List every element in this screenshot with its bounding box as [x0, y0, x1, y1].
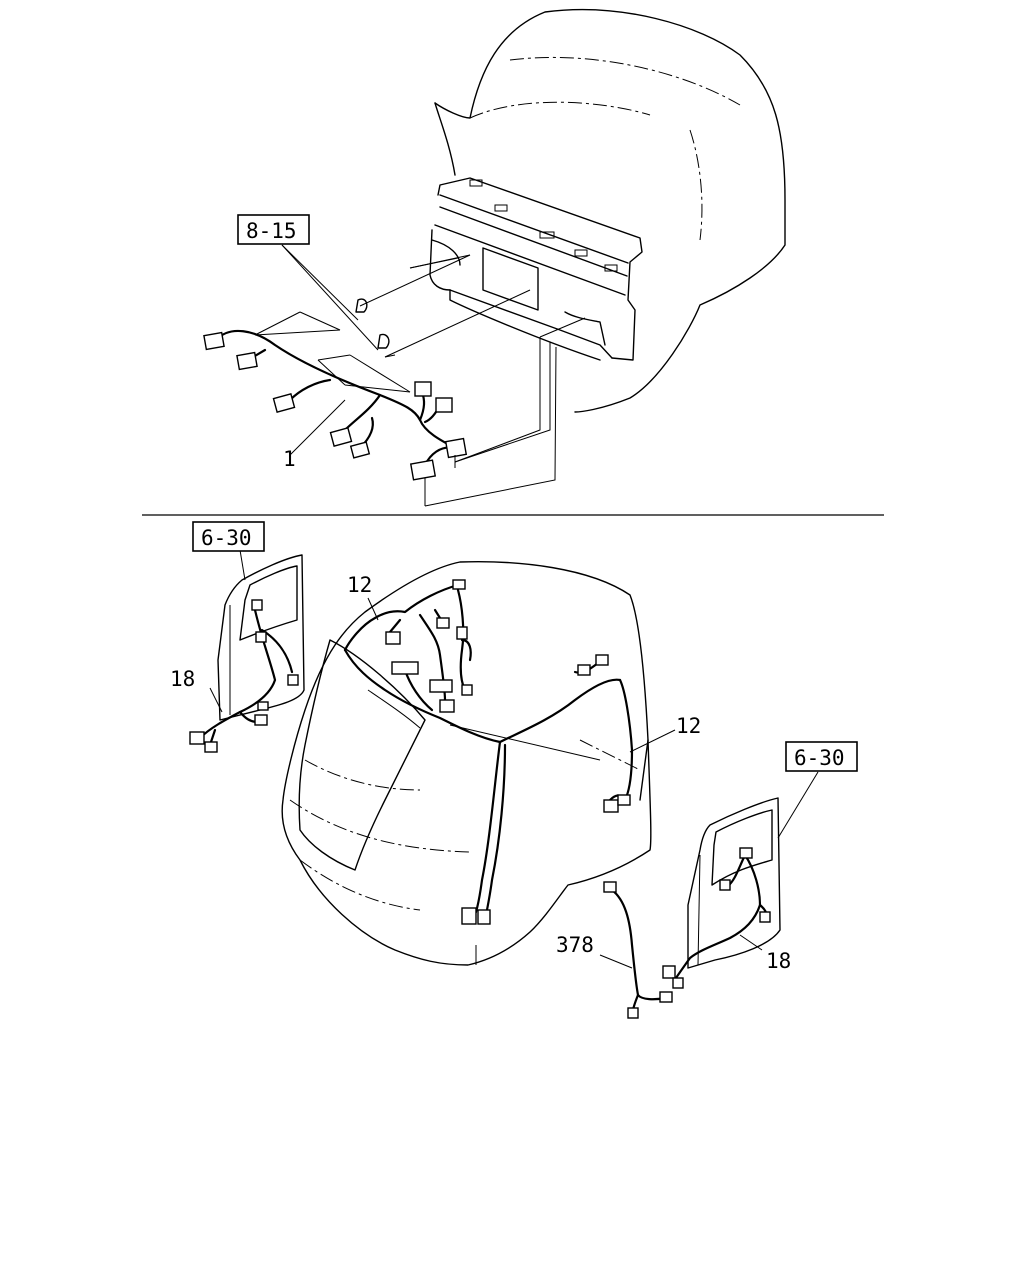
top-leader-lines [254, 244, 586, 507]
callout-part-12-right: 12 [676, 714, 701, 738]
callout-box-ref-6-30-left [192, 521, 265, 552]
roof-wiring-harness [343, 579, 634, 925]
callout-box-ref-6-30-right [785, 741, 858, 772]
callout-ref-6-30-right: 6-30 [794, 746, 845, 770]
right-door-illustration [662, 797, 781, 989]
cab-rear-illustration [281, 561, 652, 966]
callout-part-1: 1 [283, 447, 296, 471]
callout-box-ref-8-15 [237, 214, 310, 245]
cab-front-illustration [429, 8, 786, 413]
bottom-leader-lines [209, 549, 819, 969]
callout-ref-8-15: 8-15 [246, 219, 297, 243]
left-door-illustration [189, 554, 305, 753]
front-wiring-harness [203, 329, 468, 481]
callout-part-12-top: 12 [347, 573, 372, 597]
callout-part-18-left: 18 [170, 667, 195, 691]
callout-part-18-right: 18 [766, 949, 791, 973]
callout-ref-6-30-left: 6-30 [201, 526, 252, 550]
callout-part-378: 378 [556, 933, 594, 957]
harness-378 [603, 881, 673, 1019]
